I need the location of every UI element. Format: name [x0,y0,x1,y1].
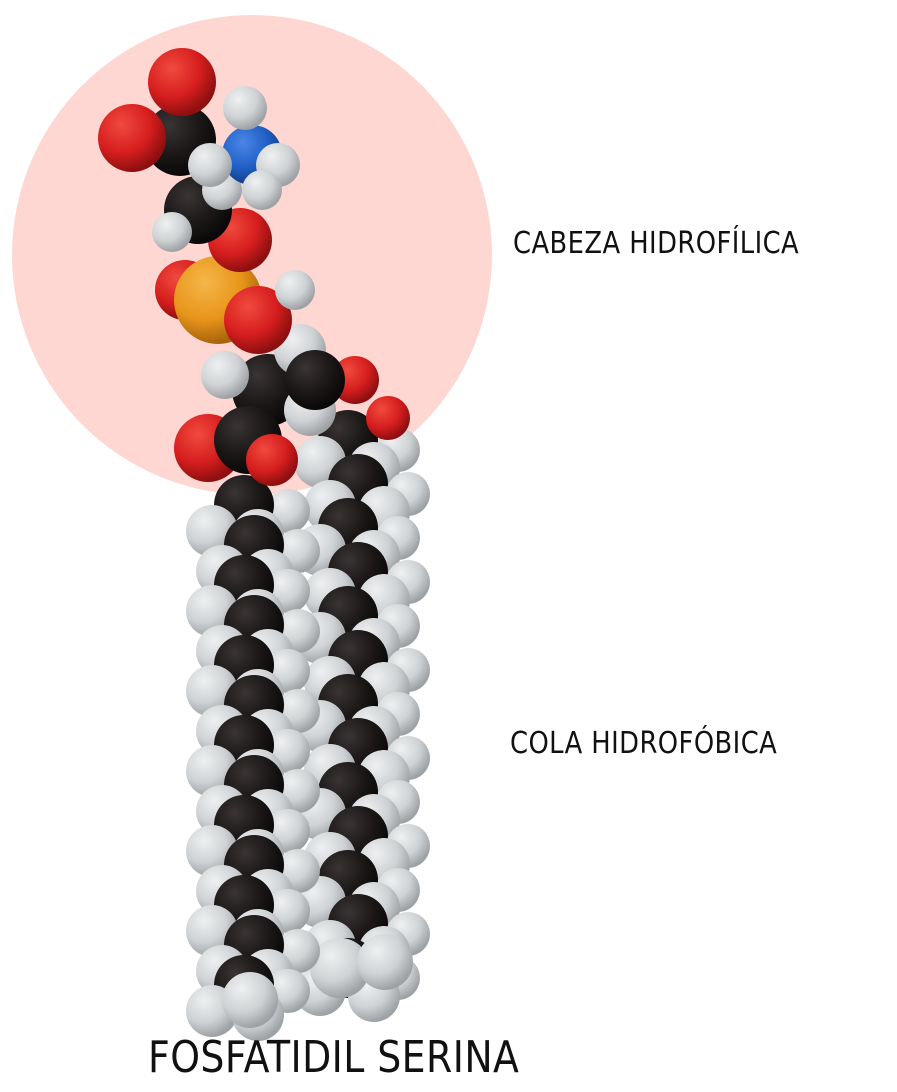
hydrogen-atom [242,170,282,210]
hydrophilic-head-label: CABEZA HIDROFÍLICA [513,226,799,261]
hydrogen-atom [357,934,413,990]
hydrogen-atom [275,270,315,310]
oxygen-atom [148,48,216,116]
hydrophobic-tail-label: COLA HIDROFÓBICA [510,726,777,761]
molecule-title: FOSFATIDIL SERINA [148,1032,519,1083]
oxygen-atom [98,104,166,172]
hydrogen-atom [188,143,232,187]
hydrogen-atom [201,351,249,399]
oxygen-atom [366,396,410,440]
carbon-atom [285,350,345,410]
hydrophobic-tail [186,410,430,1041]
oxygen-atom [246,434,298,486]
hydrogen-atom [222,972,278,1028]
hydrogen-atom [223,86,267,130]
hydrogen-atom [152,212,192,252]
